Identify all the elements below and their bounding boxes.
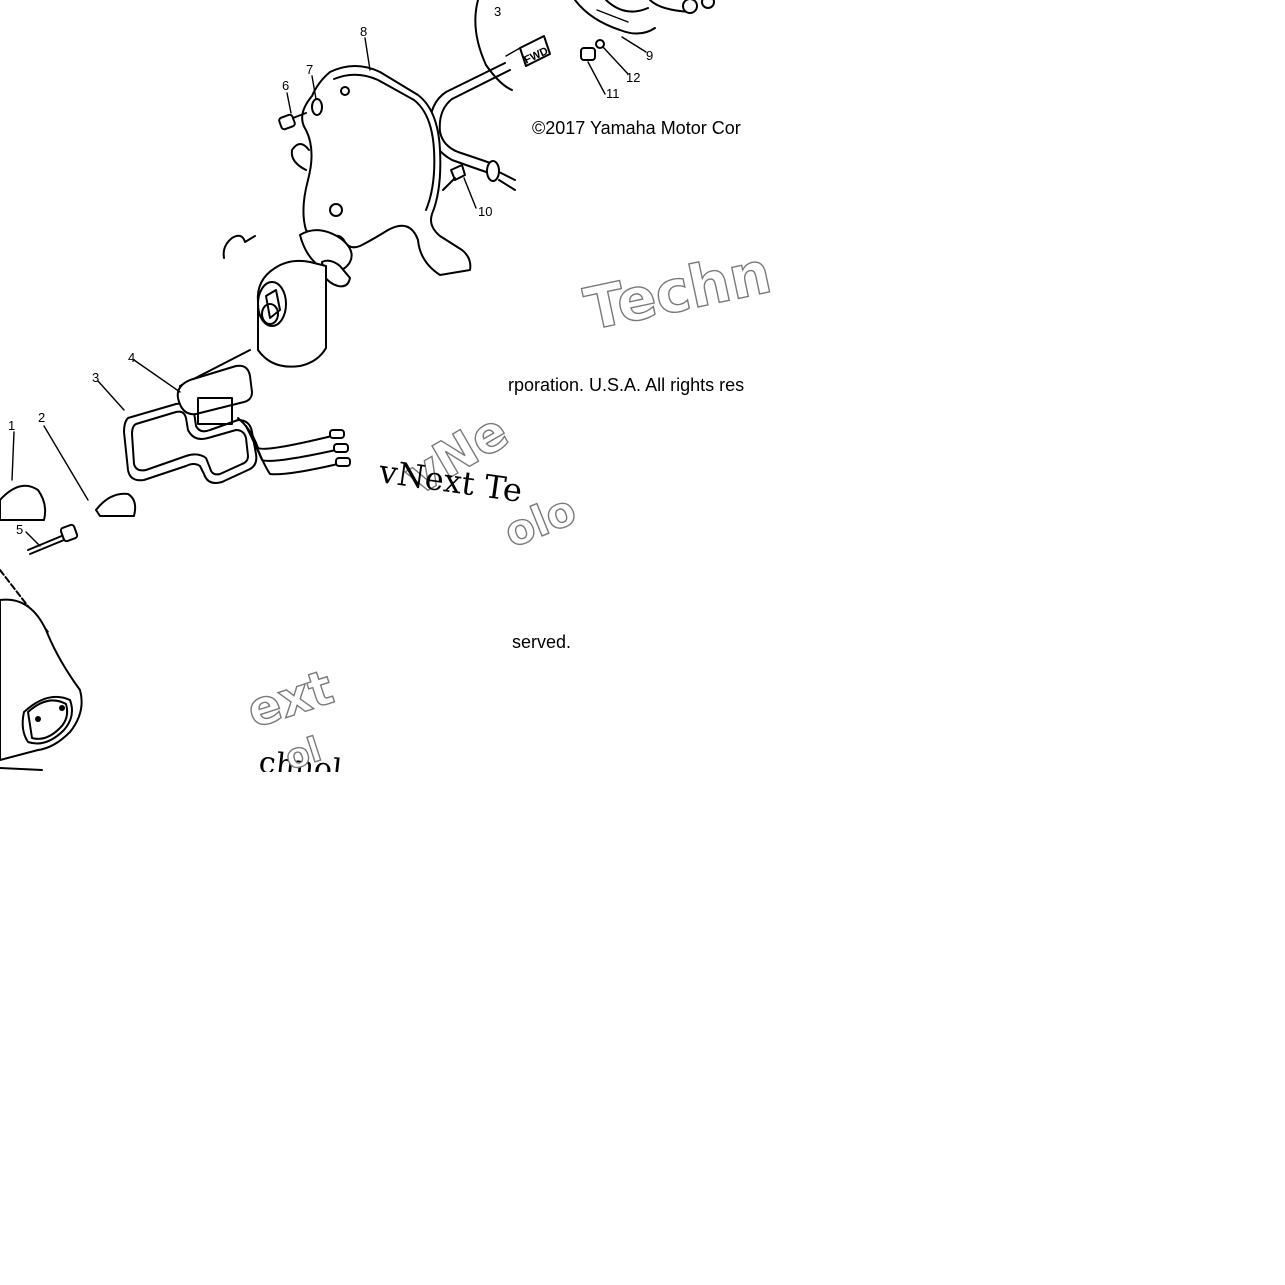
callout-5: 5 bbox=[16, 522, 23, 537]
callout-2: 2 bbox=[38, 410, 45, 425]
callout-11: 11 bbox=[606, 86, 620, 101]
part-4 bbox=[133, 359, 253, 425]
blank-area-bottom bbox=[0, 772, 1285, 1285]
gasket-3 bbox=[97, 380, 258, 484]
copyright-line-2: rporation. U.S.A. All rights res bbox=[508, 375, 744, 395]
washer-7 bbox=[311, 75, 323, 116]
fwd-decal: FWD bbox=[505, 35, 551, 67]
bolt-5 bbox=[25, 523, 79, 555]
callout-3-top: 3 bbox=[494, 4, 501, 19]
cover-1 bbox=[0, 431, 47, 521]
screw-10 bbox=[442, 164, 477, 209]
copyright-line-1: ©2017 Yamaha Motor Cor bbox=[532, 118, 741, 138]
callouts: 1 2 3 4 5 6 7 8 9 10 11 12 3 bbox=[8, 4, 653, 537]
callout-7: 7 bbox=[306, 62, 313, 77]
callout-12: 12 bbox=[626, 70, 640, 85]
callout-1: 1 bbox=[8, 418, 15, 433]
callout-10: 10 bbox=[478, 204, 492, 219]
part-2 bbox=[43, 425, 137, 517]
bolt-6 bbox=[278, 92, 307, 131]
motor-housing-bottom bbox=[0, 569, 83, 771]
callout-9: 9 bbox=[646, 48, 653, 63]
callout-3: 3 bbox=[92, 370, 99, 385]
callout-6: 6 bbox=[282, 78, 289, 93]
watermark-ext: ext bbox=[240, 659, 340, 739]
wire-harness bbox=[237, 417, 351, 476]
bracket-8 bbox=[290, 37, 472, 288]
wire-clip bbox=[222, 234, 256, 259]
callout-8: 8 bbox=[360, 24, 367, 39]
copyright-line-3: served. bbox=[512, 632, 571, 652]
mounting-plate bbox=[179, 259, 327, 387]
callout-4: 4 bbox=[128, 350, 135, 365]
motor-housing-top bbox=[474, 0, 715, 91]
watermark-techn: Techn bbox=[579, 238, 777, 344]
fastener-cluster bbox=[580, 36, 647, 95]
